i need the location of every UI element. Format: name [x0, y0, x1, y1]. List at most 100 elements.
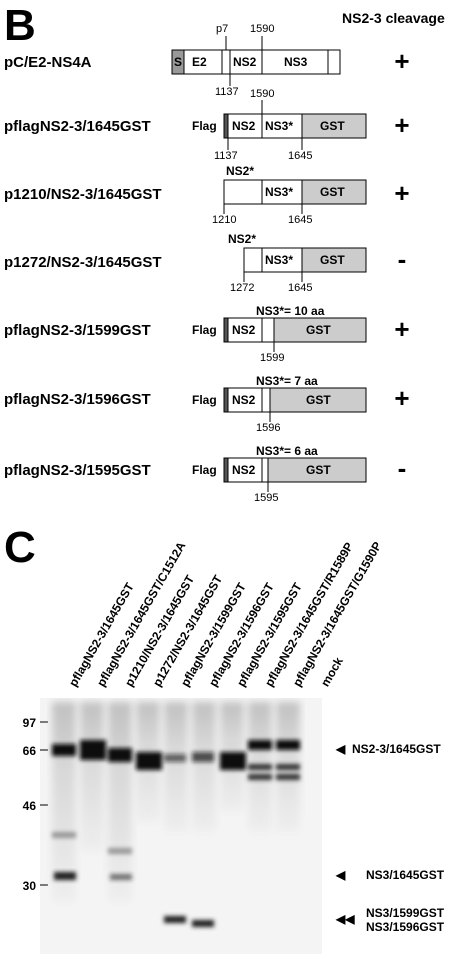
gst-segment — [301, 113, 367, 139]
flag-tag — [223, 457, 229, 483]
position-1137: 1137 — [214, 150, 238, 162]
band-arrow: ◀ — [336, 868, 346, 882]
ns3-length-label: NS3*= 6 aa — [256, 444, 318, 458]
result-sign: + — [394, 110, 410, 140]
ns3-star-label: NS3* — [265, 185, 294, 199]
construct-diagrams — [171, 36, 367, 492]
ns3-star-segment — [261, 317, 275, 343]
gel-band — [248, 774, 272, 780]
ns3-star-segment — [261, 457, 269, 483]
ns2-label: NS2 — [232, 463, 256, 477]
construct-name: p1272/NS2-3/1645GST — [4, 254, 162, 271]
gst-segment — [267, 457, 367, 483]
position-1645: 1645 — [288, 150, 313, 162]
construct-name: pflagNS2-3/1645GST — [4, 118, 151, 135]
gel-band — [276, 774, 300, 780]
ns2-label: NS2 — [232, 393, 256, 407]
gst-segment — [301, 247, 367, 273]
ns4a-segment — [327, 49, 341, 75]
gel-band — [248, 740, 272, 750]
p7-label: p7 — [216, 23, 229, 35]
gel-band — [276, 764, 300, 770]
gel-band — [52, 832, 76, 838]
gst-label: GST — [306, 323, 331, 337]
lane-label: mock — [318, 654, 346, 689]
ns2-star-label: NS2* — [226, 164, 255, 178]
ns2-label: NS2 — [232, 119, 256, 133]
result-sign: + — [394, 46, 410, 76]
mw-marker-97: 97 — [22, 716, 36, 730]
ns3-label: NS3 — [284, 55, 308, 69]
gel-band — [80, 740, 106, 760]
gel-band — [52, 744, 76, 756]
s-label: S — [174, 55, 183, 69]
construct-name: pflagNS2-3/1596GST — [4, 391, 151, 408]
gel-band — [248, 764, 272, 770]
gst-label: GST — [306, 393, 331, 407]
mw-marker-46: 46 — [22, 799, 36, 813]
position-1595: 1595 — [254, 492, 279, 504]
gel-band — [164, 916, 186, 923]
ns2-segment — [227, 317, 263, 343]
gel-band — [164, 754, 186, 762]
position-1590: 1590 — [250, 88, 275, 100]
panel-c-letter: C — [4, 523, 36, 572]
position-1596: 1596 — [256, 422, 281, 434]
flag-label: Flag — [192, 323, 217, 337]
gst-label: GST — [320, 119, 345, 133]
flag-tag — [223, 113, 229, 139]
flag-label: Flag — [192, 119, 217, 133]
position-1590: 1590 — [250, 23, 275, 35]
mw-marker-30: 30 — [22, 879, 36, 893]
gel-band — [192, 752, 214, 762]
construct-name: pC/E2-NS4A — [4, 54, 92, 71]
ns2-label: NS2 — [233, 55, 257, 69]
band-label-ns3-1596gst: NS3/1596GST — [366, 920, 445, 934]
gst-segment — [269, 387, 367, 413]
position-1137: 1137 — [215, 86, 239, 98]
position-1210: 1210 — [212, 214, 237, 226]
band-arrow: ◀◀ — [336, 912, 355, 926]
p7-segment — [221, 49, 231, 75]
e2-segment — [183, 49, 223, 75]
cleavage-header: NS2-3 cleavage — [342, 10, 445, 26]
gel-image — [40, 698, 322, 954]
result-sign: + — [394, 178, 410, 208]
ns3-segment — [261, 49, 329, 75]
ns3-star-label: NS3* — [265, 253, 294, 267]
ns3-length-label: NS3*= 7 aa — [256, 374, 318, 388]
ns3-star-segment — [261, 387, 271, 413]
gst-label: GST — [306, 463, 331, 477]
gel-band — [110, 874, 132, 880]
ns2-star-segment — [243, 247, 263, 273]
gst-label: GST — [320, 253, 345, 267]
ns2-segment — [229, 49, 263, 75]
gst-label: GST — [320, 185, 345, 199]
ns2-label: NS2 — [232, 323, 256, 337]
flag-tag — [223, 317, 229, 343]
gel-band — [54, 872, 76, 880]
ns2-star-label: NS2* — [228, 232, 257, 246]
panel-b-letter: B — [4, 1, 36, 50]
construct-name: pflagNS2-3/1595GST — [4, 462, 151, 479]
gel-band — [108, 848, 132, 854]
gel-band — [108, 748, 132, 762]
position-1272: 1272 — [230, 282, 255, 294]
gel-band — [192, 920, 214, 927]
e2-label: E2 — [192, 55, 207, 69]
gst-segment — [273, 317, 367, 343]
position-1599: 1599 — [260, 352, 285, 364]
flag-tag — [223, 387, 229, 413]
result-sign: + — [394, 314, 410, 344]
construct-name: p1210/NS2-3/1645GST — [4, 186, 162, 203]
mw-marker-66: 66 — [22, 744, 36, 758]
gel-band — [136, 752, 162, 770]
band-label-ns2-3-1645gst: NS2-3/1645GST — [352, 742, 441, 756]
flag-label: Flag — [192, 393, 217, 407]
band-arrow: ◀ — [336, 742, 346, 756]
flag-label: Flag — [192, 463, 217, 477]
result-sign: - — [397, 244, 407, 274]
position-1645: 1645 — [288, 214, 313, 226]
gst-segment — [301, 179, 367, 205]
result-sign: - — [397, 453, 407, 483]
